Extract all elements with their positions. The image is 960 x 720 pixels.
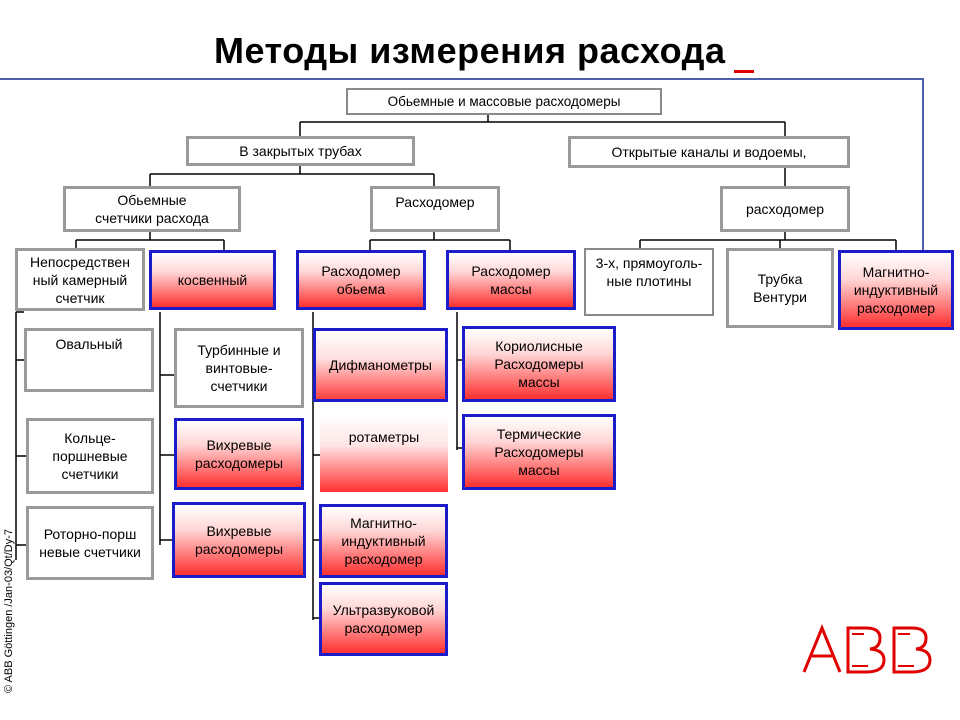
title-underline-cursor bbox=[734, 70, 754, 73]
node-ultrasonic: Ультразвуковой расходомер bbox=[319, 582, 448, 656]
node-coriolis: Кориолисные Расходомеры массы bbox=[462, 326, 616, 402]
node-vortex-1: Вихревые расходомеры bbox=[174, 418, 304, 490]
node-open-channels: Открытые каналы и водоемы, bbox=[568, 136, 850, 168]
frame-right-line bbox=[922, 78, 924, 250]
node-turbine: Турбинные и винтовые- счетчики bbox=[174, 328, 304, 408]
node-venturi: Трубка Вентури bbox=[726, 248, 834, 328]
node-magnetic-open: Магнитно- индуктивный расходомер bbox=[838, 250, 954, 330]
abb-logo bbox=[800, 622, 940, 681]
page-title: Методы измерения расхода bbox=[214, 30, 726, 71]
node-root: Обьемные и массовые расходомеры bbox=[346, 88, 662, 115]
node-rotameter: ротаметры bbox=[320, 414, 448, 492]
node-weir: 3-х, прямоуголь- ные плотины bbox=[584, 248, 714, 316]
node-thermal: Термические Расходомеры массы bbox=[462, 414, 616, 490]
node-oval: Овальный bbox=[24, 328, 154, 392]
node-direct-counter: Непосредствен ный камерный счетчик bbox=[15, 248, 145, 311]
node-diff-manometer: Дифманометры bbox=[313, 328, 448, 402]
node-flowmeter: Расходомер bbox=[370, 186, 500, 232]
frame-top-line bbox=[0, 78, 924, 80]
node-volume-counters: Обьемные счетчики расхода bbox=[63, 186, 241, 232]
node-mass-flowmeter: Расходомер массы bbox=[446, 250, 576, 310]
node-volume-flowmeter: Расходомер обьема bbox=[296, 250, 426, 310]
node-closed-pipes: В закрытых трубах bbox=[186, 136, 415, 166]
node-ring-piston: Кольце- поршневые счетчики bbox=[26, 418, 154, 494]
abb-logo-icon bbox=[802, 624, 932, 674]
node-magnetic: Магнитно- индуктивный расходомер bbox=[319, 504, 448, 578]
node-rotary-piston: Роторно-порш невые счетчики bbox=[26, 506, 154, 580]
node-indirect: косвенный bbox=[149, 250, 276, 310]
node-open-flowmeter: расходомер bbox=[720, 186, 850, 232]
copyright-text: © ABB Göttingen /Jan-03/Qt/Dy-7 bbox=[3, 528, 15, 693]
node-vortex-2: Вихревые расходомеры bbox=[172, 502, 306, 578]
